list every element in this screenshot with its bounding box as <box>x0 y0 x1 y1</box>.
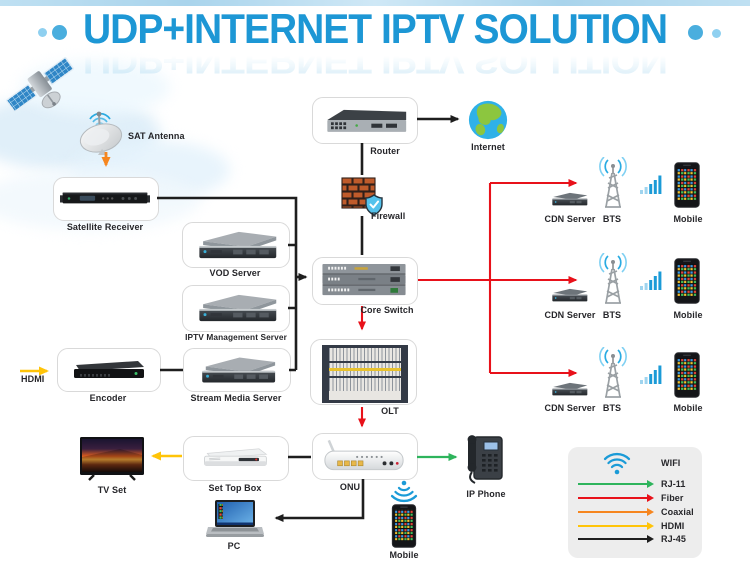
mobile-label: Mobile <box>389 550 419 560</box>
mobile-icon <box>674 258 700 304</box>
set-top-box-icon <box>204 448 268 466</box>
firewall-label: Firewall <box>371 211 406 221</box>
legend-hdmi-arrow <box>578 521 654 531</box>
page-title: UDP+INTERNET IPTV SOLUTION <box>83 6 668 53</box>
satellite-receiver-icon <box>60 192 150 204</box>
cdn-server-label: CDN Server <box>544 310 596 320</box>
title-dot <box>712 29 721 38</box>
router-icon <box>327 109 407 132</box>
legend-fiber-arrow <box>578 493 654 503</box>
pc-icon <box>206 500 264 537</box>
bts-label: BTS <box>602 310 622 320</box>
bts-icon <box>599 347 627 398</box>
top-border-strip <box>0 0 750 6</box>
set-top-box-card <box>183 436 289 481</box>
satellite-icon <box>6 57 74 112</box>
cdn-server-label: CDN Server <box>544 403 596 413</box>
internet-label: Internet <box>471 142 505 152</box>
vod-server-icon <box>199 231 277 259</box>
olt-label: OLT <box>381 406 399 416</box>
bts-label: BTS <box>602 214 622 224</box>
onu-icon <box>324 439 404 471</box>
ip-phone-icon <box>467 435 503 484</box>
encoder-icon <box>74 361 144 378</box>
legend-fiber-label: Fiber <box>661 493 684 503</box>
title-block: UDP+INTERNET IPTV SOLUTION UDP+INTERNET … <box>0 6 750 82</box>
core-switch-label: Core Switch <box>360 305 414 315</box>
legend-coaxial-arrow <box>578 507 654 517</box>
title-dot <box>52 25 67 40</box>
olt-shelf <box>329 348 401 363</box>
iptv-management-server-label: IPTV Management Server <box>185 332 287 342</box>
mobile-label: Mobile <box>673 214 703 224</box>
signal-bars-icon <box>640 271 662 290</box>
ip-phone-label: IP Phone <box>466 489 506 499</box>
olt-shelf <box>329 378 401 391</box>
legend-rj45-label: RJ-45 <box>661 534 687 544</box>
cdn-server-label: CDN Server <box>544 214 596 224</box>
mobile-icon <box>674 162 700 208</box>
olt-icon <box>322 345 408 403</box>
vod-server-label: VOD Server <box>209 268 261 278</box>
bts-icon <box>599 253 627 304</box>
wifi-icon <box>603 452 631 475</box>
mobile-icon <box>674 352 700 398</box>
bts-label: BTS <box>602 403 622 413</box>
mobile-label: Mobile <box>673 310 703 320</box>
tv-set-icon <box>80 437 144 481</box>
core-switch-icon <box>322 263 406 296</box>
cdn-server-icon <box>552 192 588 206</box>
legend-rj11-label: RJ-11 <box>661 479 686 489</box>
olt-stripe <box>329 368 401 371</box>
stream-media-server-label: Stream Media Server <box>190 393 282 403</box>
legend-rj45-arrow <box>578 534 654 544</box>
legend-wifi-label: WIFI <box>661 458 681 468</box>
internet-icon <box>468 100 508 140</box>
signal-bars-icon <box>640 365 662 384</box>
wifi-icon <box>390 480 418 503</box>
encoder-label: Encoder <box>89 393 127 403</box>
title-dot <box>38 28 47 37</box>
cdn-server-icon <box>552 288 588 302</box>
legend-coaxial-label: Coaxial <box>661 507 694 517</box>
set-top-box-label: Set Top Box <box>208 483 262 493</box>
title-dot <box>688 25 703 40</box>
signal-bars-icon <box>640 175 662 194</box>
satellite-receiver-label: Satellite Receiver <box>66 222 144 232</box>
hdmi-input-label: HDMI <box>21 374 45 384</box>
legend-hdmi-label: HDMI <box>661 521 685 531</box>
title-reflection: UDP+INTERNET IPTV SOLUTION <box>83 41 667 80</box>
sat-antenna-label: SAT Antenna <box>128 131 185 141</box>
tv-set-label: TV Set <box>97 485 127 495</box>
bts-icon <box>599 157 627 208</box>
mobile-icon <box>391 504 417 548</box>
mobile-label: Mobile <box>673 403 703 413</box>
pc-label: PC <box>227 541 241 551</box>
stream-media-server-icon <box>202 357 276 383</box>
onu-label: ONU <box>339 482 361 492</box>
firewall-icon <box>341 177 383 216</box>
legend-rj11-arrow <box>578 479 654 489</box>
cdn-server-icon <box>552 382 588 396</box>
sat-antenna-icon <box>79 111 123 155</box>
router-label: Router <box>370 146 400 156</box>
olt-shelf <box>329 363 401 378</box>
iptv-management-server-icon <box>199 294 277 322</box>
